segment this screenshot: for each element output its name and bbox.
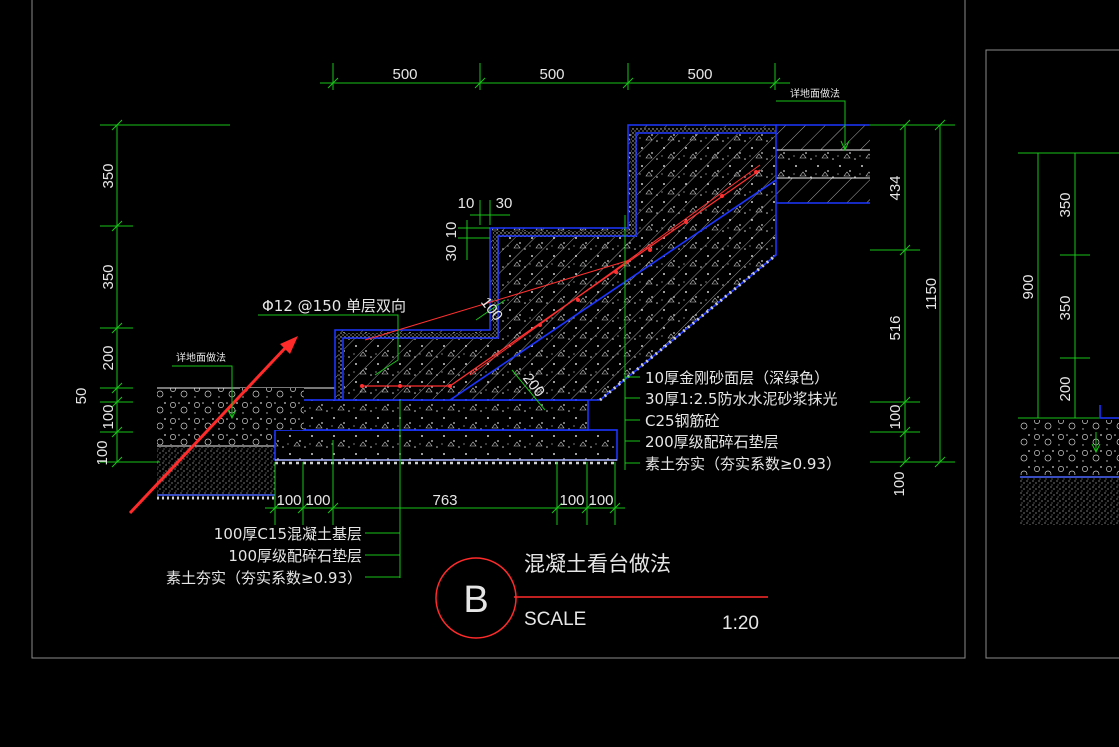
floor-note-right: 详地面做法: [790, 87, 840, 100]
dim-left-2: 350: [100, 264, 117, 289]
rebar-note: Φ12 @150 单层双向: [262, 297, 406, 315]
dim-right-1: 434: [887, 175, 904, 200]
dim-small-30-v: 30: [443, 245, 460, 262]
floor-note-left: 详地面做法: [176, 351, 226, 364]
scale-value: 1:20: [722, 613, 759, 634]
dim-left-3: 200: [100, 345, 117, 370]
dim-bottom-4: 100: [559, 492, 584, 509]
layer-right-1: 10厚金刚砂面层（深绿色）: [645, 369, 829, 387]
dim-left-4: 50: [73, 388, 90, 405]
layer-left-1: 100厚C15混凝土基层: [214, 525, 362, 543]
dim-bottom-3: 763: [432, 492, 457, 509]
dim-bottom-5: 100: [588, 492, 613, 509]
dim-right-panel-1: 900: [1020, 274, 1037, 299]
dim-right-panel-2: 350: [1057, 192, 1074, 217]
right-panel-fragment: [1020, 405, 1119, 525]
dim-small-30: 30: [496, 195, 513, 212]
dim-top-1: 500: [392, 66, 417, 83]
dim-left-5: 100: [100, 404, 117, 429]
dim-top-3: 500: [687, 66, 712, 83]
detail-label: B: [463, 579, 488, 621]
annotation-texts: Φ12 @150 单层双向 详地面做法 详地面做法 10厚金刚砂面层（深绿色） …: [166, 87, 841, 587]
dim-left-6: 100: [94, 440, 111, 465]
layer-left-2: 100厚级配碎石垫层: [228, 547, 362, 565]
ground-right: [776, 124, 870, 204]
bleacher-body: [334, 124, 777, 402]
dim-right-panel-4: 200: [1057, 376, 1074, 401]
dim-left-1: 350: [100, 163, 117, 188]
layer-right-2: 30厚1:2.5防水水泥砂浆抹光: [645, 390, 838, 408]
layer-left-3: 素土夯实（夯实系数≥0.93）: [166, 569, 362, 587]
dim-right-4: 100: [891, 471, 908, 496]
layer-right-3: C25钢筋砼: [645, 412, 720, 430]
drawing-frame-right: [985, 49, 1119, 659]
dim-right-3: 100: [887, 404, 904, 429]
drawing-title: 混凝土看台做法: [524, 552, 671, 576]
dim-right-panel-3: 350: [1057, 295, 1074, 320]
dim-bottom-2: 100: [305, 492, 330, 509]
dim-top-2: 500: [539, 66, 564, 83]
scale-label: SCALE: [524, 609, 586, 630]
rebar-leader-arrow: [128, 336, 298, 515]
layer-right-5: 素土夯实（夯实系数≥0.93）: [645, 455, 841, 473]
detail-bubble: [435, 557, 768, 639]
dim-small-10-v: 10: [443, 222, 460, 239]
dim-right-total: 1150: [923, 278, 940, 310]
dim-small-10: 10: [458, 195, 475, 212]
dimension-lines: [100, 63, 1119, 578]
layer-right-4: 200厚级配碎石垫层: [645, 433, 779, 451]
dim-bottom-1: 100: [276, 492, 301, 509]
dim-right-2: 516: [887, 315, 904, 340]
rebar: [360, 164, 761, 388]
title-block: 混凝土看台做法 B SCALE 1:20: [463, 552, 759, 634]
drawing-frame-left: [31, 0, 966, 659]
